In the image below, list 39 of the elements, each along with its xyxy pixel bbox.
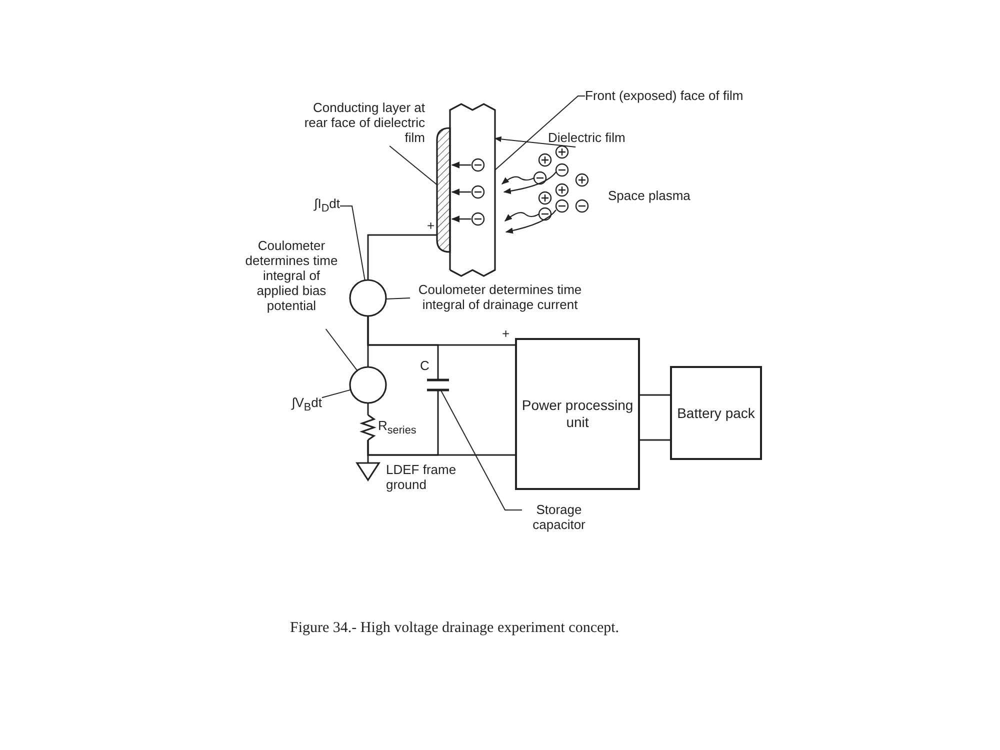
leader-line: [440, 390, 522, 510]
wire: [367, 390, 439, 456]
ground-symbol: [356, 462, 380, 482]
polarity-sign: +: [502, 326, 511, 341]
wire: [640, 439, 670, 441]
callout-text: Storage capacitor: [522, 502, 596, 534]
leader-line: [340, 206, 366, 281]
process-box: Power processing unit: [515, 338, 640, 490]
leader-line: [389, 146, 438, 186]
leader-line: [494, 96, 586, 170]
callout-text: Coulometer determines time integral of drainage current: [410, 282, 590, 328]
integral-label: ∫V$_{B}$dt: [268, 395, 322, 415]
figure-caption: Figure 34.- High voltage drainage experiment concept.: [290, 620, 620, 637]
wire: [367, 316, 439, 380]
component-label: C: [420, 358, 430, 373]
leader-line: [494, 136, 576, 148]
callout-text: Dielectric film: [548, 130, 644, 147]
wire: [367, 403, 369, 415]
capacitor-symbol: [426, 378, 450, 392]
polarity-sign: +: [427, 218, 436, 233]
leader-line: [322, 389, 352, 398]
conducting-layer: [436, 127, 451, 253]
callout-text: Front (exposed) face of film: [585, 88, 765, 105]
callout-text: Coulometer determines time integral of applied bias potential: [243, 238, 340, 329]
wire: [367, 440, 369, 463]
leader-line: [325, 328, 358, 372]
callout-text: Conducting layer at rear face of dielectric film: [298, 100, 425, 146]
dielectric-film-strip: [449, 103, 496, 277]
process-box: Battery pack: [670, 366, 762, 460]
leader-line: [386, 298, 410, 300]
label-text: Space plasma: [608, 188, 692, 203]
component-label: R$_{series}$: [378, 418, 418, 439]
resistor-symbol: [360, 414, 376, 441]
wire: [367, 234, 437, 280]
integral-label: ∫I$_{D}$dt: [286, 196, 340, 216]
label-text: LDEF frame ground: [386, 462, 458, 492]
coulometer-symbol: [349, 366, 387, 404]
coulometer-symbol: [349, 279, 387, 317]
wire: [640, 394, 670, 396]
